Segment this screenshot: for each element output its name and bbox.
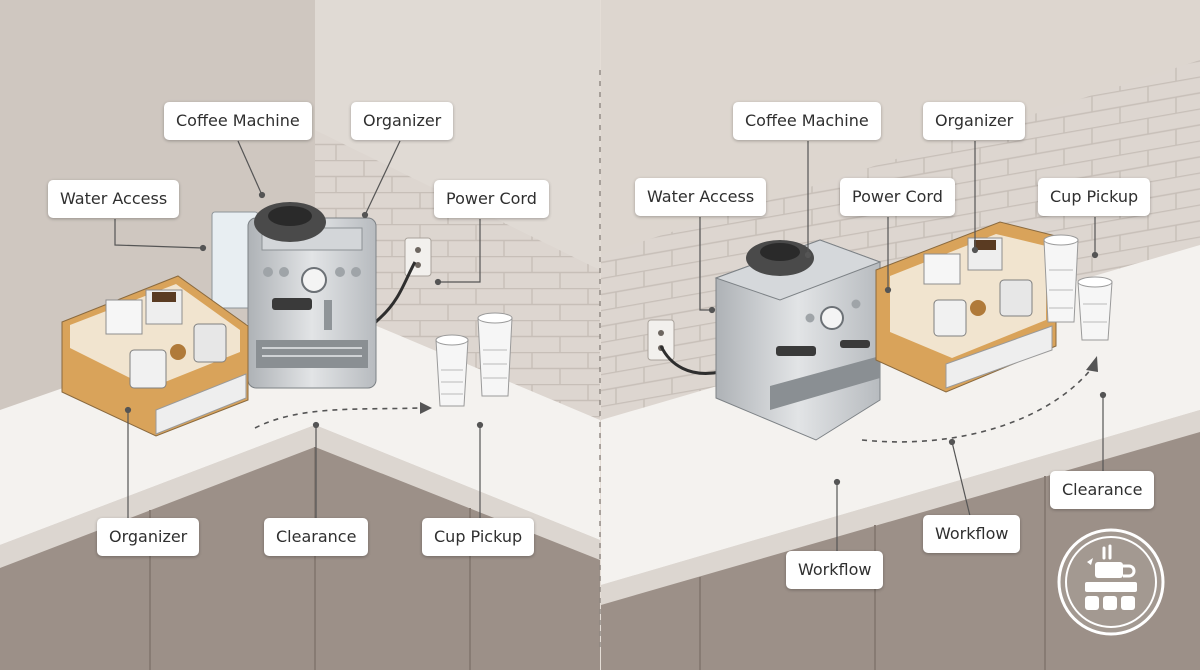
right-label-clearance: Clearance (1050, 471, 1155, 509)
left-label-cup-pickup: Cup Pickup (422, 518, 535, 556)
coffee-machine-icon (1057, 528, 1165, 636)
left-coffee-machine (211, 202, 377, 389)
right-wall-outlet (647, 319, 675, 361)
left-backsplash (315, 130, 600, 420)
right-label-workflow-mid: Workflow (923, 515, 1021, 553)
left-label-water-access: Water Access (48, 180, 180, 218)
left-organizer (61, 275, 249, 437)
right-label-organizer: Organizer (923, 102, 1026, 140)
right-leader-lines (699, 141, 1107, 551)
right-workflow-arrow (861, 367, 1093, 443)
right-cup-stacks (1043, 234, 1113, 341)
left-panel-scene (0, 0, 600, 670)
left-label-clearance: Clearance (264, 518, 369, 556)
left-cup-stacks (435, 312, 513, 407)
right-label-water-access: Water Access (635, 178, 767, 216)
right-label-power-cord: Power Cord (840, 178, 955, 216)
left-label-power-cord: Power Cord (434, 180, 549, 218)
left-leader-lines (114, 140, 484, 519)
right-coffee-machine (714, 239, 882, 441)
right-organizer (875, 221, 1057, 393)
left-label-coffee-machine: Coffee Machine (164, 102, 312, 140)
left-wall-outlet (404, 237, 432, 277)
right-panel-scene (601, 0, 1200, 670)
right-label-cup-pickup: Cup Pickup (1038, 178, 1151, 216)
right-label-workflow-low: Workflow (786, 551, 884, 589)
right-power-cord (659, 345, 721, 375)
left-label-organizer-top: Organizer (351, 102, 454, 140)
left-label-organizer-bottom: Organizer (97, 518, 200, 556)
right-label-coffee-machine: Coffee Machine (733, 102, 881, 140)
